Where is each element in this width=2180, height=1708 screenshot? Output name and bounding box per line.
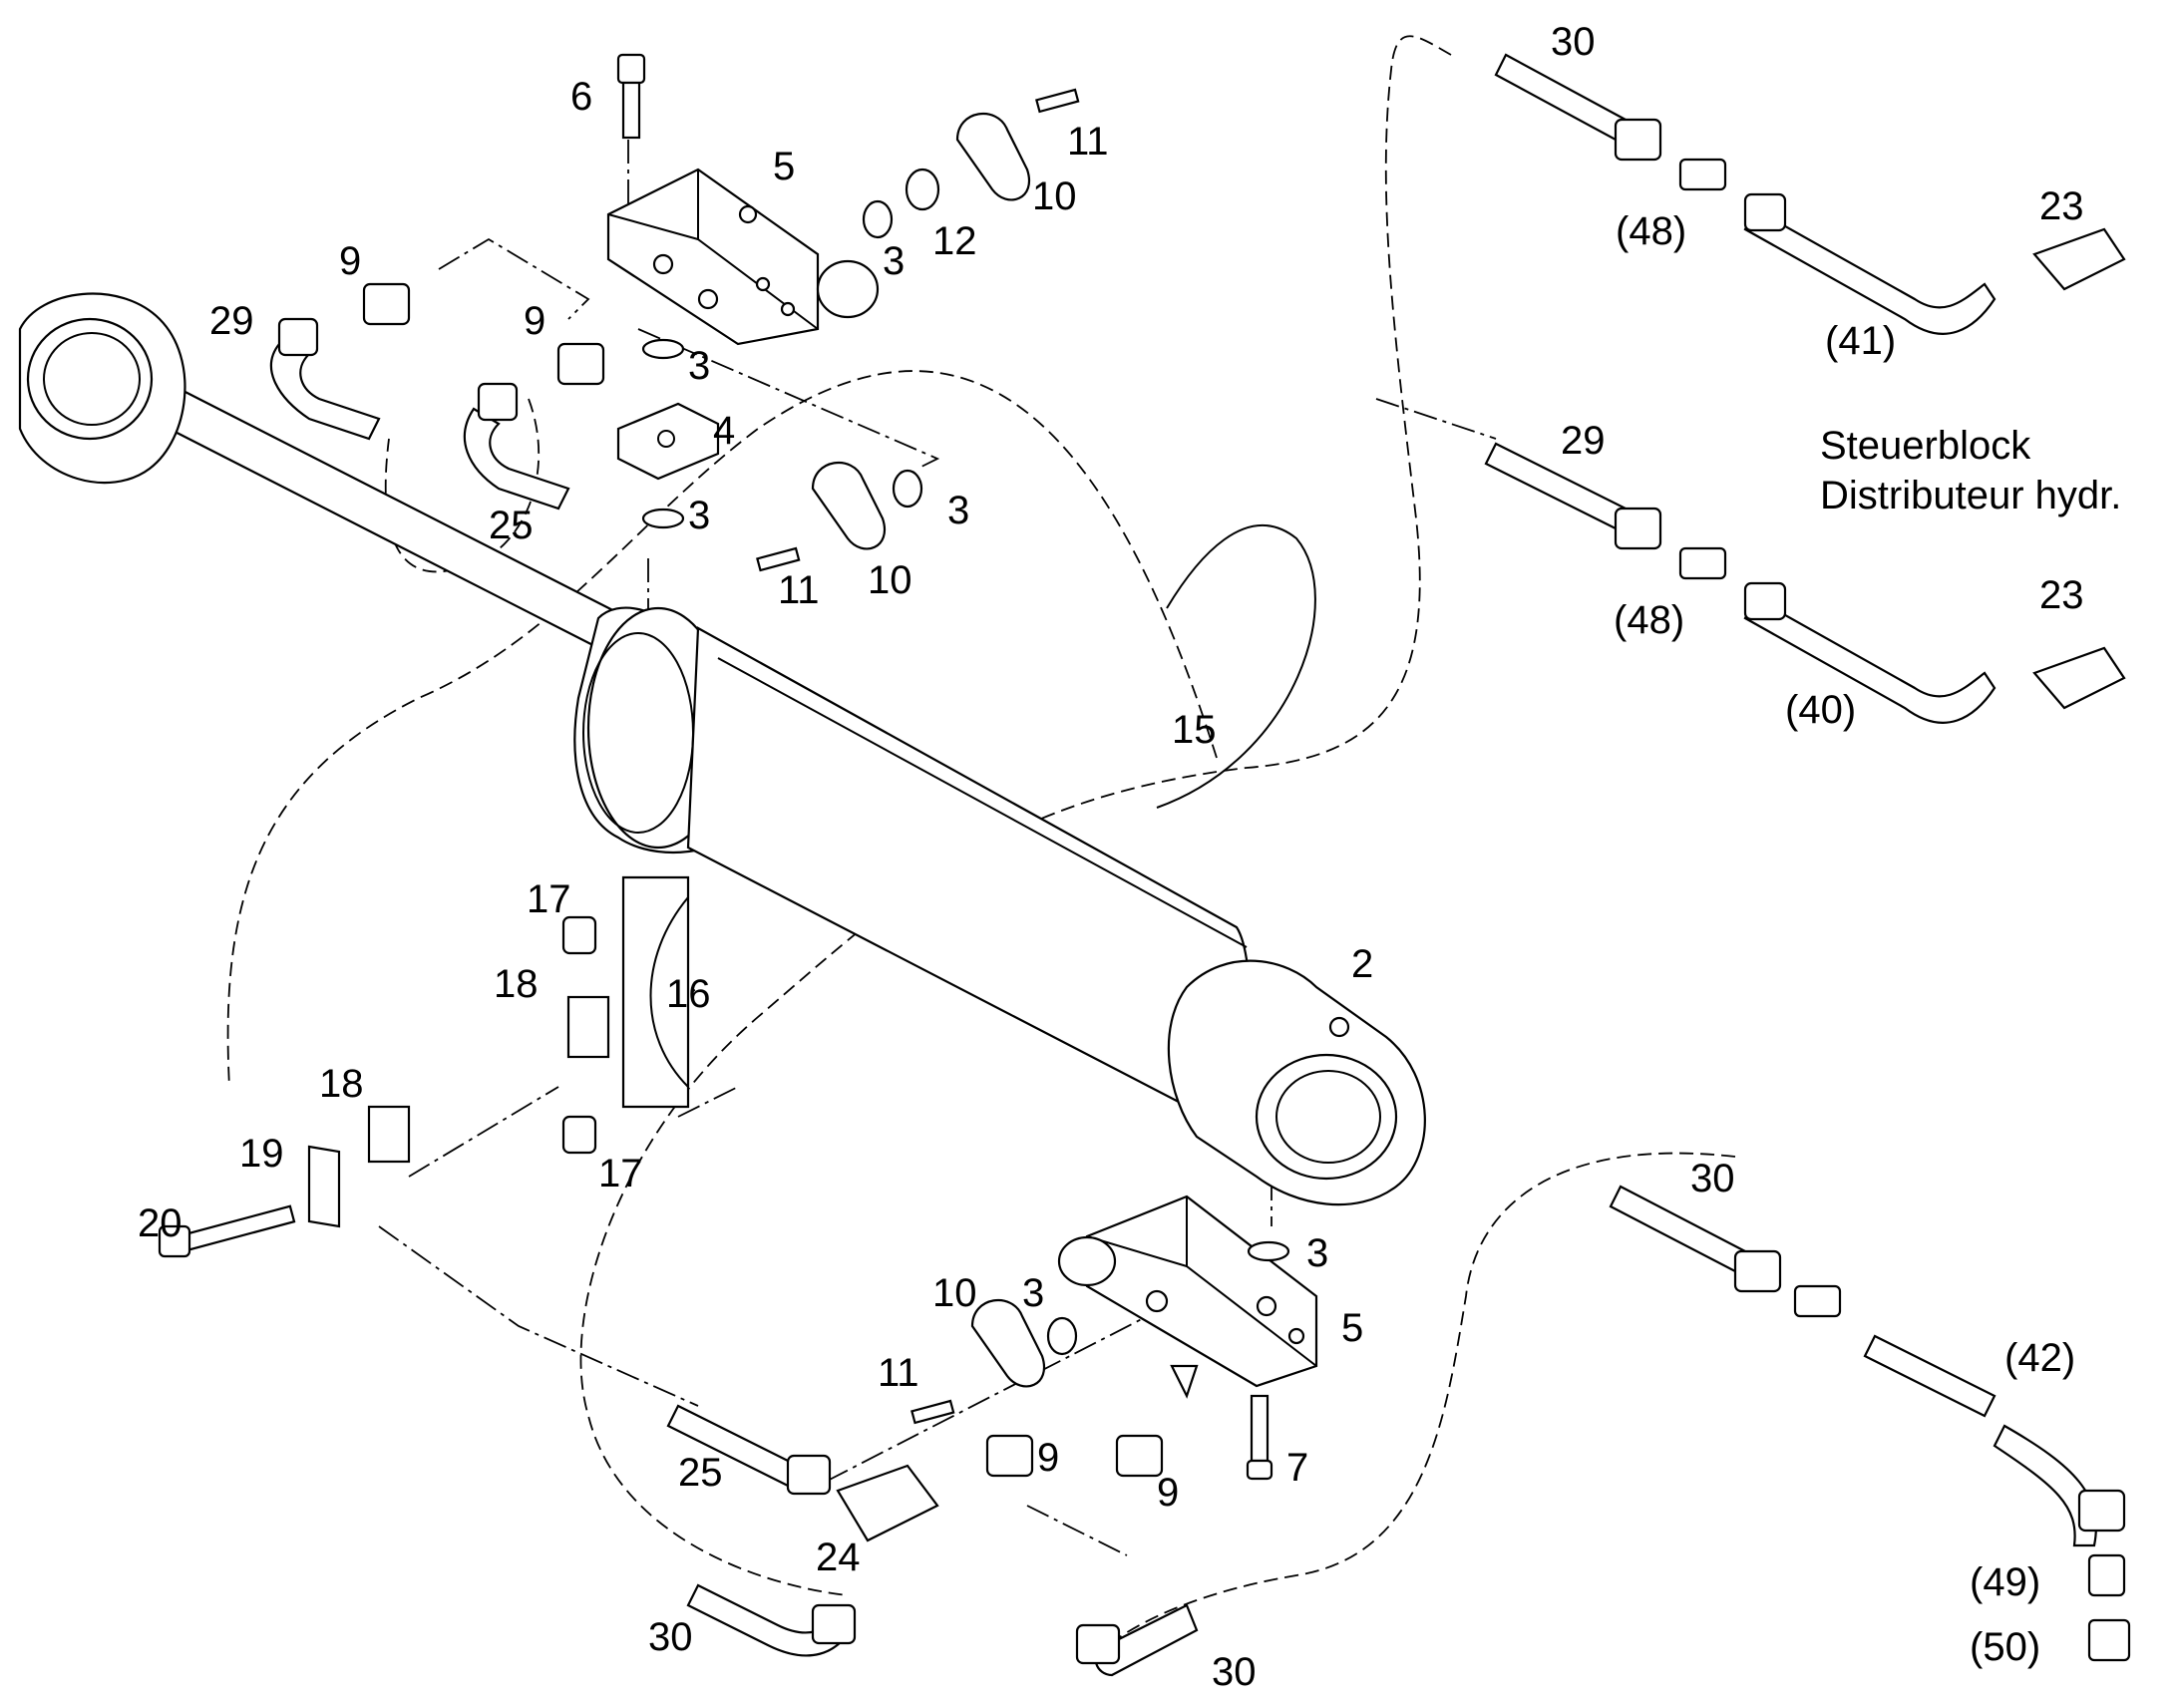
hoses <box>269 53 2131 1677</box>
label-5-lower: 5 <box>1341 1306 1363 1350</box>
label-41: (41) <box>1825 319 1896 363</box>
label-40: (40) <box>1785 688 1856 732</box>
label-16: 16 <box>666 972 711 1016</box>
label-3-right: 3 <box>947 489 969 532</box>
label-12: 12 <box>932 219 977 263</box>
label-19: 19 <box>239 1132 284 1176</box>
title-french: Distributeur hydr. <box>1820 474 2121 517</box>
label-10-lower: 10 <box>932 1271 977 1315</box>
label-3-lower-mid: 3 <box>688 494 710 537</box>
label-15: 15 <box>1172 708 1217 752</box>
label-9-lower-left: 9 <box>1037 1436 1059 1480</box>
label-49: (49) <box>1970 1560 2040 1604</box>
label-30-bottom-left: 30 <box>648 1615 693 1659</box>
label-7: 7 <box>1286 1446 1308 1490</box>
label-48-mid: (48) <box>1614 598 1684 642</box>
label-9-lower-right: 9 <box>1157 1471 1179 1515</box>
title-german: Steuerblock <box>1820 424 2031 468</box>
label-11-mid: 11 <box>778 568 820 612</box>
label-4: 4 <box>713 409 735 453</box>
label-6: 6 <box>570 75 592 119</box>
label-9-mid: 9 <box>524 299 545 343</box>
valve-block-lower <box>1057 1195 1318 1388</box>
fittings <box>158 53 1316 1481</box>
label-29-right: 29 <box>1561 419 1606 463</box>
label-3-top: 3 <box>883 239 905 283</box>
label-20: 20 <box>138 1201 182 1245</box>
label-25-upper: 25 <box>489 504 534 547</box>
hydraulic-cylinder <box>18 292 1426 1206</box>
label-48-top: (48) <box>1616 209 1686 253</box>
label-10-top: 10 <box>1032 174 1077 218</box>
label-50: (50) <box>1970 1625 2040 1669</box>
part-labels: 6 5 11 10 12 3 9 29 9 3 4 3 25 3 11 10 1… <box>138 20 2084 1694</box>
valve-block-upper <box>606 168 880 346</box>
diagram-title: Steuerblock Distributeur hydr. <box>1820 424 2121 517</box>
label-11-top: 11 <box>1067 120 1109 164</box>
label-23-mid: 23 <box>2039 573 2084 617</box>
label-30-bottom: 30 <box>1212 1650 1257 1694</box>
label-18-top: 18 <box>494 962 539 1006</box>
label-3-lower-left: 3 <box>1022 1271 1044 1315</box>
label-5-upper: 5 <box>773 145 795 188</box>
label-25-lower: 25 <box>678 1451 723 1495</box>
label-17-bottom: 17 <box>598 1152 643 1196</box>
label-23-top: 23 <box>2039 184 2084 228</box>
label-10-mid: 10 <box>868 558 912 602</box>
label-42: (42) <box>2004 1336 2075 1380</box>
label-17-top: 17 <box>527 877 571 921</box>
label-30-top-right: 30 <box>1551 20 1596 64</box>
label-11-lower: 11 <box>878 1351 919 1395</box>
label-18-bottom: 18 <box>319 1062 364 1106</box>
label-2: 2 <box>1351 942 1373 986</box>
label-9-left: 9 <box>339 239 361 283</box>
label-29-left: 29 <box>209 299 254 343</box>
label-24: 24 <box>816 1536 861 1579</box>
label-3-mid: 3 <box>688 344 710 388</box>
label-3-lower: 3 <box>1306 1231 1328 1275</box>
label-30-lower-right: 30 <box>1690 1157 1735 1200</box>
